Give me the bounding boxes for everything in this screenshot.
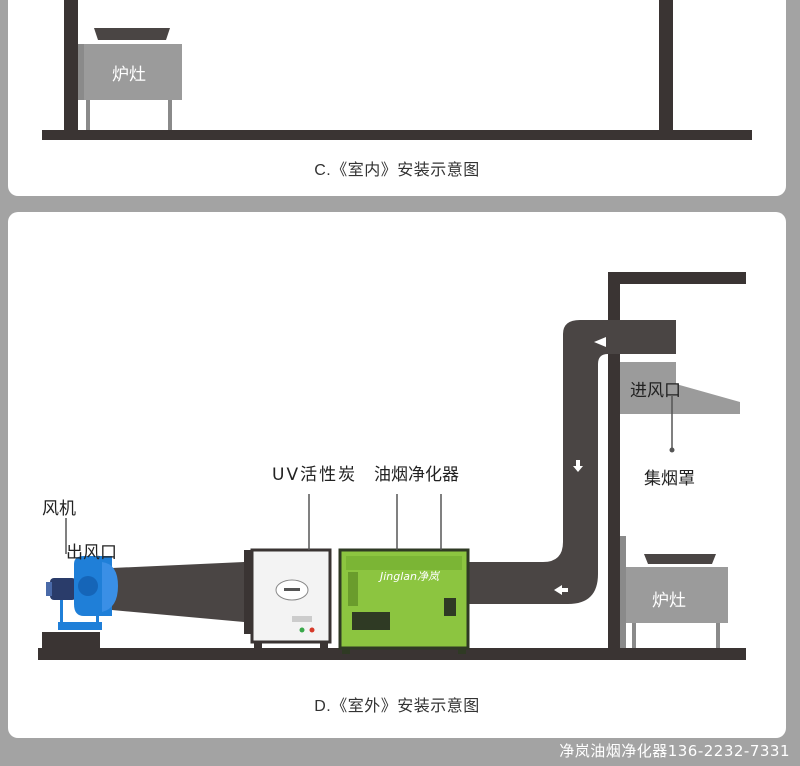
building-roof	[608, 272, 746, 284]
oil-fume-purifier	[338, 548, 470, 654]
exhaust-hood	[620, 362, 740, 414]
outdoor-stove-label: 炉灶	[652, 591, 686, 611]
hood-label: 集烟罩	[644, 469, 695, 489]
watermark: 净岚油烟净化器136-2232-7331	[559, 742, 790, 760]
inlet-label: 进风口	[630, 381, 681, 401]
exhaust-duct	[468, 320, 676, 604]
left-wall	[64, 0, 78, 134]
airflow-arrow-left	[554, 585, 568, 595]
indoor-caption: C.《室内》安装示意图	[314, 162, 480, 179]
indoor-diagram-drawing	[42, 0, 752, 140]
outdoor-diagram-panel: Jinglan净岚 风机 出风口 UV活性炭 油烟净化器 进风口 集烟罩 炉灶 …	[8, 212, 786, 738]
centrifugal-fan	[46, 556, 118, 630]
fan-pedestal	[42, 632, 100, 648]
outlet-label: 出风口	[66, 543, 117, 563]
uv-carbon-unit	[244, 548, 332, 650]
uv-carbon-label: UV活性炭	[272, 465, 358, 485]
airflow-arrow-up	[594, 337, 606, 347]
outdoor-caption: D.《室外》安装示意图	[314, 698, 480, 715]
airflow-arrow-down	[573, 460, 583, 472]
stove	[78, 28, 182, 130]
purifier-label: 油烟净化器	[374, 465, 459, 485]
stove-label: 炉灶	[112, 65, 146, 85]
purifier-brand: Jinglan净岚	[380, 570, 440, 583]
hood-leader-dot	[669, 447, 675, 453]
floor	[42, 130, 752, 140]
right-wall	[659, 0, 673, 134]
ground	[38, 648, 746, 660]
fan-label: 风机	[42, 499, 76, 519]
building-wall	[608, 272, 620, 650]
outdoor-diagram-drawing	[38, 272, 746, 660]
outdoor-stove	[620, 536, 728, 650]
intake-duct	[112, 562, 244, 622]
indoor-diagram-panel: 炉灶 C.《室内》安装示意图	[8, 0, 786, 196]
